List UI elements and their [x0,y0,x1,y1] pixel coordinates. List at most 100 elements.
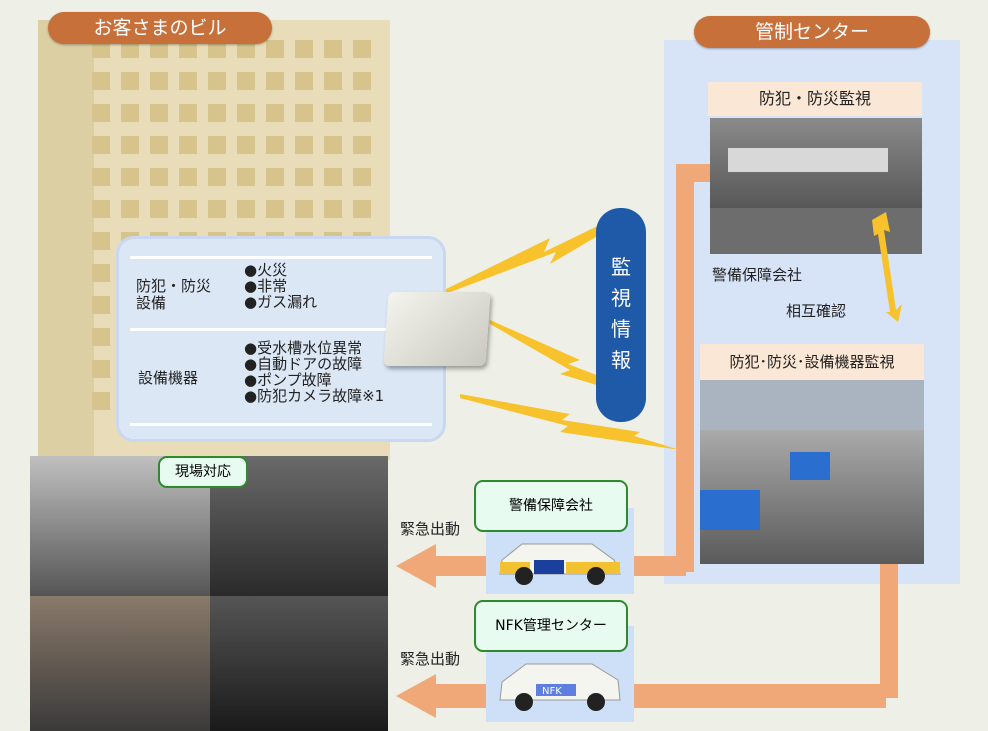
building-window [121,40,139,58]
security-company-box: 警備保障会社 [474,480,628,532]
building-window [92,136,110,154]
divider [130,423,432,426]
building-window [121,104,139,122]
building-window [92,72,110,90]
building-window [150,136,168,154]
lightning-icon [460,394,680,450]
control-center-title: 管制センター [694,16,930,48]
building-window [295,200,313,218]
building-window [150,104,168,122]
building-window [237,40,255,58]
list-item: ●火災 [244,261,288,279]
building-window [324,168,342,186]
security-control-room-photo [710,118,922,254]
monitoring-char: 報 [611,348,631,372]
building-window [266,136,284,154]
building-window [237,136,255,154]
building-window [324,104,342,122]
security-car-icon [499,543,621,585]
building-window [92,232,110,250]
mutual-check-label: 相互確認 [786,302,847,320]
building-window [92,264,110,282]
field-photo-4 [210,596,388,731]
monitoring-info-bar: 監 視 情 報 [596,208,646,422]
building-window [179,104,197,122]
building-window [324,136,342,154]
security-company-caption: 警備保障会社 [712,266,803,284]
building-window [324,40,342,58]
list-item: ●ガス漏れ [244,293,318,311]
building-window [266,168,284,186]
connector-top [676,164,716,182]
building-window [208,200,226,218]
building-window [179,40,197,58]
group1-list: ●火災 ●非常 ●ガス漏れ [244,262,317,310]
building-window [150,72,168,90]
building-window [266,200,284,218]
building-window [179,200,197,218]
monitoring-char: 監 [611,255,631,279]
building-window [150,200,168,218]
dispatch-label-2: 緊急出動 [400,650,461,668]
building-window [121,168,139,186]
building-window [208,72,226,90]
building-window [266,40,284,58]
building-window [92,392,110,410]
group1-label: 防犯・防災 設備 [136,277,212,312]
building-window [92,168,110,186]
group2-list: ●受水槽水位異常 ●自動ドアの故障 ●ポンプ故障 ●防犯カメラ故障※1 [244,340,384,404]
building-window [353,168,371,186]
building-window [324,72,342,90]
mutual-arrow [872,212,902,322]
nfk-car-icon [499,663,621,711]
building-window [179,168,197,186]
connector-vertical [676,164,694,572]
building-window [295,168,313,186]
field-photo-3 [30,596,210,731]
building-title: お客さまのビル [48,12,272,44]
building-window [179,72,197,90]
building-window [179,136,197,154]
dispatch-label-1: 緊急出動 [400,520,461,538]
building-window [353,72,371,90]
list-item: ●受水槽水位異常 [244,339,363,357]
building-window [295,136,313,154]
building-window [324,200,342,218]
nfk-center-box: NFK管理センター [474,600,628,652]
building-window [237,168,255,186]
building-window [92,296,110,314]
building-window [208,136,226,154]
building-window [92,200,110,218]
building-window [121,136,139,154]
divider [130,328,432,331]
lightning-icon [440,220,618,296]
building-window [353,40,371,58]
building-window [237,72,255,90]
building-window [295,40,313,58]
building-window [237,200,255,218]
building-window [208,104,226,122]
list-item: ●防犯カメラ故障※1 [244,387,385,405]
security-monitoring-title: 防犯・防災監視 [708,82,922,116]
building-window [353,136,371,154]
field-response-label: 現場対応 [158,456,248,488]
building-window [150,168,168,186]
building-window [353,104,371,122]
building-window [208,168,226,186]
building-window [92,104,110,122]
list-item: ●ポンプ故障 [244,371,332,389]
building-window [121,72,139,90]
building-window [92,40,110,58]
nfk-car-tag: NFK [542,686,562,697]
list-item: ●非常 [244,277,288,295]
building-window [353,200,371,218]
building-stripe [38,20,94,460]
building-window [295,72,313,90]
group2-label: 設備機器 [138,369,199,387]
building-window [266,72,284,90]
monitoring-char: 情 [611,317,631,341]
connector-right [880,560,898,698]
divider [130,256,432,259]
building-window [92,360,110,378]
building-window [295,104,313,122]
